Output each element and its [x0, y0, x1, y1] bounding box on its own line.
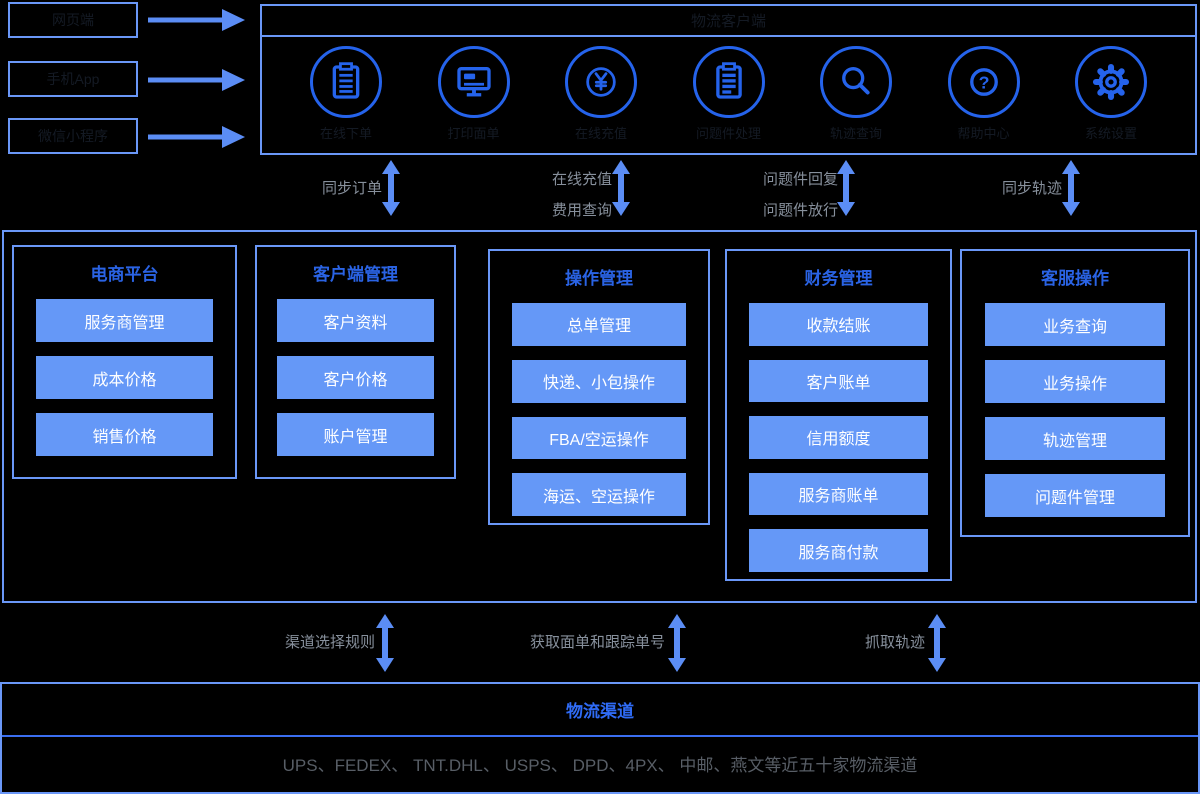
- source-box-app: 手机App: [8, 61, 138, 97]
- module-title: 客户端管理: [313, 265, 398, 284]
- module-title: 操作管理: [565, 269, 633, 288]
- function-problem-handling: 问题件处理: [673, 46, 785, 142]
- module-item: 业务操作: [984, 360, 1166, 403]
- module-item: 海运、空运操作: [511, 473, 687, 516]
- source-label: 微信小程序: [38, 128, 108, 144]
- module-item: 服务商账单: [749, 472, 928, 516]
- module-item: 快递、小包操作: [511, 359, 687, 403]
- search-icon: [820, 46, 892, 118]
- link-label-problem-pieces: 问题件回复 问题件放行: [762, 171, 838, 219]
- function-system-settings: 系统设置: [1055, 46, 1167, 142]
- module-item: 总单管理: [511, 303, 687, 346]
- function-label: 系统设置: [1084, 126, 1137, 141]
- gear-icon: [1075, 46, 1147, 118]
- module-item: 服务商管理: [36, 299, 213, 342]
- module-title: 电商平台: [90, 265, 159, 284]
- monitor-icon: [437, 46, 510, 118]
- module-title: 客服操作: [1041, 269, 1109, 288]
- right-arrow: [148, 9, 245, 31]
- client-portal-box: 物流客户端 在线下单: [260, 4, 1197, 155]
- module-item: 服务商付款: [749, 529, 928, 572]
- module-customer-service: 客服操作 业务查询 业务操作 轨迹管理 问题件管理: [960, 249, 1190, 537]
- source-box-miniprogram: 微信小程序: [8, 118, 138, 154]
- link-label-sync-tracks: 同步轨迹: [1001, 180, 1062, 197]
- link-label-sync-orders: 同步订单: [321, 180, 382, 197]
- module-item: 轨迹管理: [984, 417, 1166, 460]
- yuan-icon: [565, 46, 637, 118]
- function-track-query: 轨迹查询: [800, 46, 912, 142]
- double-arrow: [376, 614, 394, 672]
- link-label-get-labels: 获取面单和跟踪单号: [529, 634, 665, 651]
- client-portal-title: 物流客户端: [262, 6, 1195, 37]
- double-arrow: [612, 160, 630, 216]
- module-title: 财务管理: [804, 269, 873, 288]
- management-section-box: [2, 230, 1197, 603]
- source-label: 网页端: [52, 12, 94, 28]
- double-arrow: [928, 614, 946, 672]
- svg-text:?: ?: [978, 73, 989, 93]
- channels-title: 物流渠道: [2, 684, 1198, 737]
- module-ecommerce-platform: 电商平台 服务商管理 成本价格 销售价格: [12, 245, 237, 479]
- problem-ticket-icon: [692, 46, 765, 118]
- double-arrow: [1062, 160, 1080, 216]
- channels-list: UPS、FEDEX、 TNT.DHL、 USPS、 DPD、4PX、 中邮、燕文…: [282, 756, 918, 775]
- function-online-recharge: 在线充值: [545, 46, 657, 142]
- link-label-channel-rules: 渠道选择规则: [284, 634, 375, 651]
- portal-function-row: 在线下单 打印面单: [262, 37, 1195, 142]
- logistics-channels-box: 物流渠道 UPS、FEDEX、 TNT.DHL、 USPS、 DPD、4PX、 …: [0, 682, 1200, 794]
- right-arrow: [148, 69, 245, 91]
- module-item: 客户资料: [276, 299, 435, 342]
- order-form-icon: [310, 46, 382, 118]
- double-arrow: [382, 160, 400, 216]
- module-item: FBA/空运操作: [511, 416, 687, 460]
- module-item: 业务查询: [984, 303, 1166, 346]
- module-item: 收款结账: [749, 303, 928, 346]
- function-label: 帮助中心: [957, 126, 1010, 141]
- function-label: 在线充值: [574, 126, 627, 141]
- module-client-management: 客户端管理 客户资料 客户价格 账户管理: [255, 245, 456, 479]
- module-operations-management: 操作管理 总单管理 快递、小包操作 FBA/空运操作 海运、空运操作: [488, 249, 710, 525]
- module-item: 客户价格: [276, 356, 435, 399]
- function-print-label: 打印面单: [418, 46, 530, 142]
- function-label: 打印面单: [447, 126, 500, 141]
- function-help-center: ? 帮助中心: [928, 46, 1040, 142]
- module-item: 客户账单: [749, 359, 928, 403]
- module-item: 信用额度: [749, 416, 928, 459]
- source-label: 手机App: [46, 71, 100, 87]
- link-label-recharge-fees: 在线充值 费用查询: [551, 171, 612, 219]
- module-item: 问题件管理: [984, 474, 1166, 517]
- double-arrow: [837, 160, 855, 216]
- module-item: 账户管理: [276, 413, 435, 456]
- module-item: 成本价格: [36, 356, 213, 399]
- right-arrow: [148, 126, 245, 148]
- source-box-web: 网页端: [8, 2, 138, 38]
- function-label: 问题件处理: [695, 126, 761, 141]
- double-arrow: [668, 614, 686, 672]
- link-label-fetch-tracks: 抓取轨迹: [864, 634, 925, 651]
- question-icon: ?: [947, 46, 1020, 118]
- function-label: 轨迹查询: [829, 126, 882, 141]
- function-online-order: 在线下单: [290, 46, 402, 142]
- module-finance-management: 财务管理 收款结账 客户账单 信用额度 服务商账单 服务商付款: [725, 249, 952, 581]
- function-label: 在线下单: [319, 126, 372, 141]
- module-item: 销售价格: [36, 413, 213, 456]
